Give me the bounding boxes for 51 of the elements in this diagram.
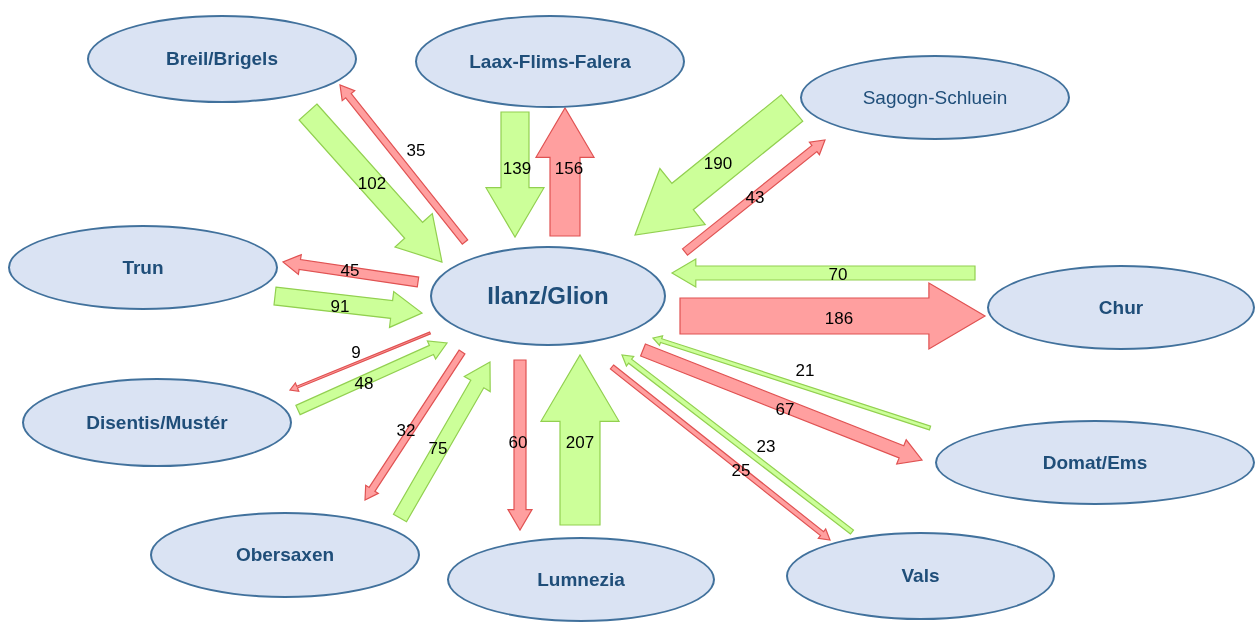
place-name: Laax-Flims-Falera xyxy=(469,49,631,74)
edge-label: 23 xyxy=(756,437,776,455)
place-name: Breil/Brigels xyxy=(166,47,278,71)
block-arrow xyxy=(679,281,987,351)
place-name: Lumnezia xyxy=(537,567,625,592)
block-arrow xyxy=(339,84,469,246)
edge-label: 102 xyxy=(357,174,387,192)
place-name: Ilanz/Glion xyxy=(487,281,609,311)
edge-label: 139 xyxy=(502,159,532,177)
edge-label: 48 xyxy=(354,374,374,392)
edge-label: 25 xyxy=(731,461,751,479)
block-arrow xyxy=(681,139,826,256)
edge-label: 207 xyxy=(565,433,595,451)
edge-label: 156 xyxy=(554,159,584,177)
place-name: Trun xyxy=(122,255,164,280)
edge-label: 32 xyxy=(396,421,416,439)
block-arrow xyxy=(392,360,491,523)
block-arrow xyxy=(288,331,432,393)
place-name: Disentis/Mustér xyxy=(86,410,228,435)
edge-label: 91 xyxy=(330,297,350,315)
place-name: Obersaxen xyxy=(235,543,335,567)
edge-label: 186 xyxy=(824,309,854,327)
block-arrow xyxy=(506,359,534,532)
place-name: Chur xyxy=(1098,295,1144,320)
edge-label: 45 xyxy=(340,261,360,279)
place-name: Sagogn-Schluein xyxy=(862,85,1008,110)
edge-label: 190 xyxy=(703,154,733,172)
block-arrow xyxy=(621,354,855,535)
block-arrow xyxy=(281,253,420,288)
block-arrow xyxy=(295,340,449,416)
edge-label: 60 xyxy=(508,433,528,451)
edge-label: 35 xyxy=(406,141,426,159)
block-arrow xyxy=(484,111,546,239)
edge-label: 43 xyxy=(745,188,765,206)
block-arrow xyxy=(634,93,804,236)
block-arrow xyxy=(273,286,424,329)
block-arrow xyxy=(534,106,596,237)
edge-label: 9 xyxy=(351,343,361,361)
block-arrow xyxy=(651,335,932,431)
block-arrow xyxy=(364,349,466,501)
edge-label: 21 xyxy=(795,361,815,379)
edge-label: 75 xyxy=(428,439,448,457)
block-arrow xyxy=(609,364,831,541)
place-name: Vals xyxy=(901,564,940,588)
block-arrow xyxy=(298,103,443,263)
edge-label: 70 xyxy=(828,265,848,283)
block-arrow xyxy=(639,343,924,465)
edge-label: 67 xyxy=(775,400,795,418)
place-name: Domat/Ems xyxy=(1042,450,1148,475)
block-arrow xyxy=(539,353,621,526)
block-arrow xyxy=(670,257,976,289)
